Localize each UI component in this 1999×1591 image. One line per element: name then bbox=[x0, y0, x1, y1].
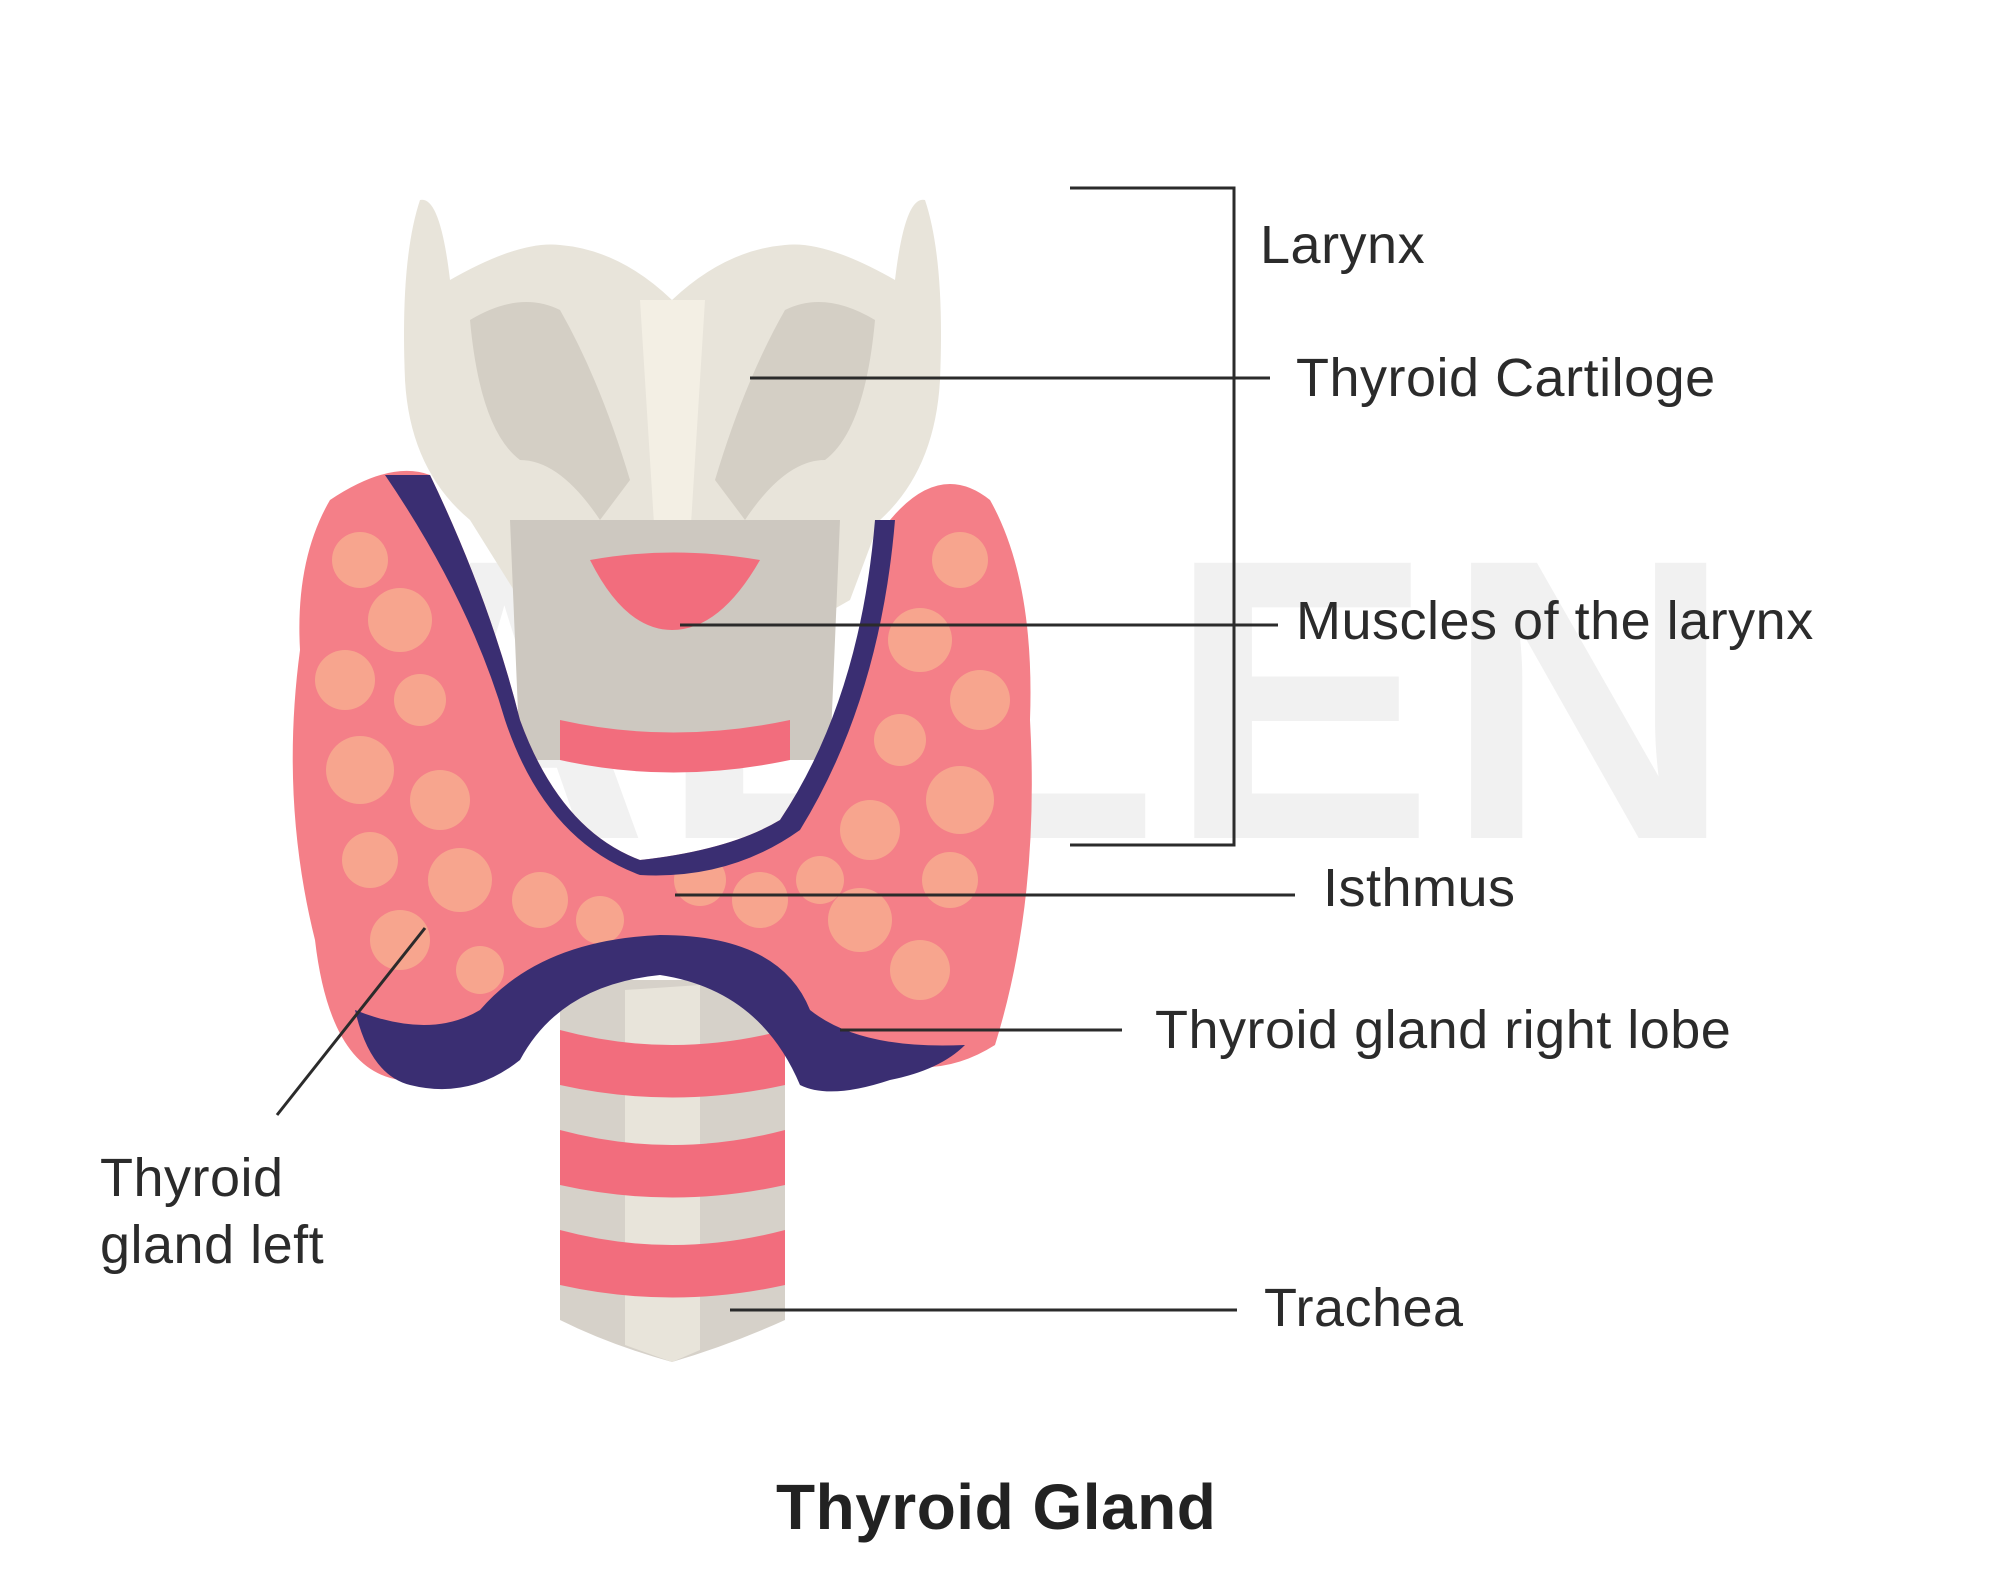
label-isthmus: Isthmus bbox=[1323, 858, 1516, 918]
label-larynx: Larynx bbox=[1260, 215, 1426, 275]
label-muscles-of-larynx: Muscles of the larynx bbox=[1296, 591, 1814, 651]
label-trachea: Trachea bbox=[1264, 1278, 1464, 1338]
left-lobe-leader bbox=[275, 927, 427, 1116]
leader-lines bbox=[275, 186, 1295, 1312]
trachea-illustration bbox=[560, 980, 785, 1362]
label-right-lobe: Thyroid gland right lobe bbox=[1155, 1000, 1732, 1060]
thyroid-gland-illustration bbox=[292, 470, 1032, 1092]
diagram-title: Thyroid Gland bbox=[776, 1471, 1217, 1543]
label-thyroid-cartilage: Thyroid Cartiloge bbox=[1296, 348, 1716, 408]
larynx-illustration bbox=[404, 199, 941, 773]
larynx-bracket bbox=[1070, 186, 1236, 847]
label-left-lobe-line2: gland left bbox=[100, 1215, 325, 1275]
label-left-lobe-line1: Thyroid bbox=[100, 1148, 284, 1208]
